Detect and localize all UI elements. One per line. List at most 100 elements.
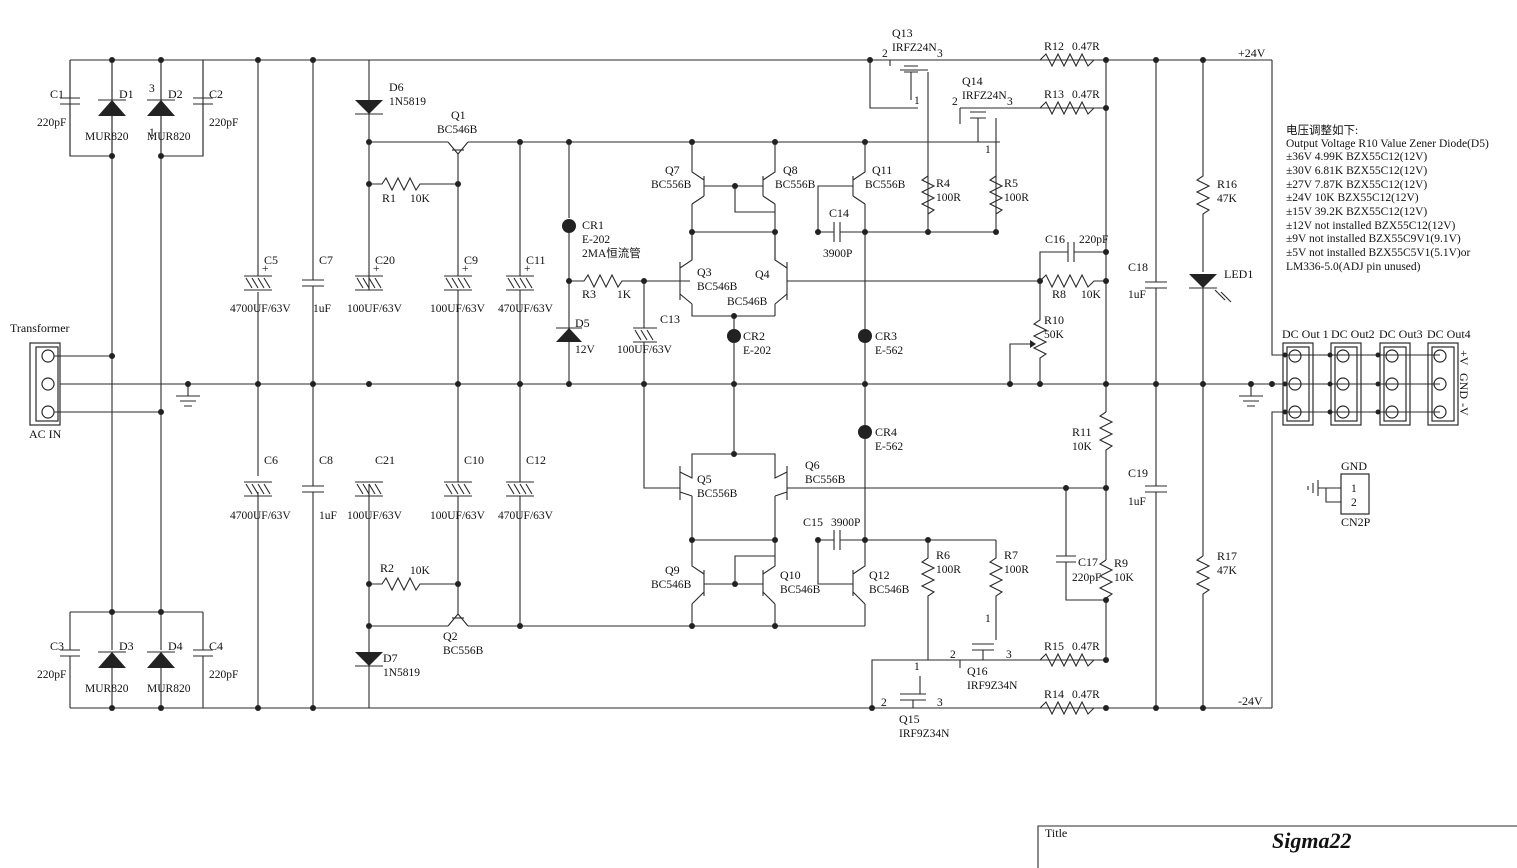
- q9-ref: Q9: [665, 563, 680, 577]
- dc-out-2-label: DC Out2: [1331, 327, 1375, 341]
- notes-row-3: ±27V 7.87K BZX55C12(12V): [1286, 179, 1427, 191]
- r8-ref: R8: [1052, 287, 1066, 301]
- c6-value: 4700UF/63V: [230, 510, 291, 522]
- q14-pin3: 3: [1007, 96, 1013, 108]
- c14-value: 3900P: [823, 248, 852, 260]
- q11-value: BC556B: [865, 179, 906, 191]
- c1-value: 220pF: [37, 117, 66, 129]
- c12-value: 470UF/63V: [498, 510, 554, 522]
- r7-ref: R7: [1004, 548, 1018, 562]
- positive-pass-stage: Q13 IRFZ24N 2 3 1 Q14 IRFZ24N 2 3 1 R4 1…: [867, 26, 1266, 412]
- q14-pin2: 2: [952, 96, 958, 108]
- notes-columns: Output Voltage R10 Value Zener Diode(D5): [1286, 138, 1489, 150]
- c3-ref: C3: [50, 639, 64, 653]
- c13-value: 100UF/63V: [617, 344, 673, 356]
- title-block-name: Sigma22: [1272, 828, 1351, 853]
- r17-ref: R17: [1217, 549, 1237, 563]
- notes-row-4: ±24V 10K BZX55C12(12V): [1286, 192, 1419, 204]
- r14-ref: R14: [1044, 687, 1064, 701]
- d2-pin1: 1: [149, 127, 155, 139]
- negative-error-amplifier: CR4 E-562 Q5 BC556B Q6 BC556B Q9 BC546B …: [643, 381, 1106, 629]
- r4-ref: R4: [936, 176, 950, 190]
- q13-pin3: 3: [937, 48, 943, 60]
- q14-pin1: 1: [985, 144, 991, 156]
- q8-ref: Q8: [783, 163, 798, 177]
- r11-ref: R11: [1072, 425, 1092, 439]
- d5-ref: D5: [575, 316, 590, 330]
- d2-ref: D2: [168, 87, 183, 101]
- notes-row-9: LM336-5.0(ADJ pin unused): [1286, 261, 1421, 273]
- d6-ref: D6: [389, 80, 404, 94]
- svg-text:+: +: [462, 263, 469, 275]
- r5-value: 100R: [1004, 192, 1029, 204]
- q12-value: BC546B: [869, 584, 910, 596]
- r10-value: 50K: [1044, 329, 1065, 341]
- ground-symbol-right: [1239, 381, 1263, 407]
- svg-text:+: +: [524, 263, 531, 275]
- c7-ref: C7: [319, 253, 333, 267]
- q6-value: BC556B: [805, 474, 846, 486]
- r8-value: 10K: [1081, 289, 1102, 301]
- d1-value: MUR820: [85, 131, 129, 143]
- c4-ref: C4: [209, 639, 223, 653]
- cr3-ref: CR3: [875, 329, 897, 343]
- cr4-value: E-562: [875, 441, 903, 453]
- d2-value: MUR820: [147, 131, 191, 143]
- r9-ref: R9: [1114, 556, 1128, 570]
- pre-regulator: D6 1N5819 Q1 BC546B R1 10K D7 1N5819 Q2 …: [355, 60, 1000, 708]
- c14-ref: C14: [829, 206, 849, 220]
- c5-ref: C5: [264, 253, 278, 267]
- r2-value: 10K: [410, 565, 431, 577]
- q15-ref: Q15: [899, 712, 920, 726]
- q15-pin1: 1: [914, 661, 920, 673]
- filter-capacitors: + + + + C5 4700UF/63V C6 4700UF/63V C7 1…: [230, 57, 554, 711]
- c4-value: 220pF: [209, 669, 238, 681]
- q9-value: BC546B: [651, 579, 692, 591]
- c19-ref: C19: [1128, 466, 1148, 480]
- transformer-connector: Transformer AC IN: [10, 321, 161, 441]
- q16-pin2: 2: [950, 649, 956, 661]
- r17-value: 47K: [1217, 565, 1238, 577]
- title-block-label: Title: [1045, 826, 1067, 840]
- c20-value: 100UF/63V: [347, 303, 403, 315]
- q11-ref: Q11: [872, 163, 892, 177]
- c7-value: 1uF: [313, 303, 331, 315]
- r3-ref: R3: [582, 287, 596, 301]
- r1-value: 10K: [410, 193, 431, 205]
- r15-ref: R15: [1044, 639, 1064, 653]
- r6-value: 100R: [936, 564, 961, 576]
- c6-ref: C6: [264, 453, 278, 467]
- dc-out-pin-minus-v: -V: [1457, 403, 1471, 416]
- c13-ref: C13: [660, 312, 680, 326]
- notes-heading: 电压调整如下:: [1286, 123, 1358, 137]
- q8-value: BC556B: [775, 179, 816, 191]
- cr1-note: 2MA恒流管: [582, 246, 641, 260]
- cn2p-pin1: 1: [1351, 483, 1357, 495]
- cn2p-connector: GND 1 2 CN2P: [1307, 459, 1371, 529]
- c9-value: 100UF/63V: [430, 303, 486, 315]
- d5-value: 12V: [575, 344, 596, 356]
- notes-row-5: ±15V 39.2K BZX55C12(12V): [1286, 206, 1427, 218]
- ground-symbol-left: [176, 381, 200, 407]
- d4-ref: D4: [168, 639, 183, 653]
- q3-ref: Q3: [697, 265, 712, 279]
- c16-value: 220pF: [1079, 234, 1108, 246]
- c15-value: 3900P: [831, 517, 860, 529]
- negative-pass-stage: R6 100R R7 100R 1 2 3 Q16 IRF9Z34N 1 2 3…: [869, 540, 1263, 740]
- r4-value: 100R: [936, 192, 961, 204]
- svg-text:+: +: [373, 263, 380, 275]
- d3-ref: D3: [119, 639, 134, 653]
- voltage-adjustment-notes: 电压调整如下: Output Voltage R10 Value Zener D…: [1286, 123, 1489, 273]
- c18-ref: C18: [1128, 260, 1148, 274]
- c19-value: 1uF: [1128, 496, 1146, 508]
- q14-ref: Q14: [962, 74, 983, 88]
- cn2p-pin2: 2: [1351, 497, 1357, 509]
- q15-pin2: 2: [881, 697, 887, 709]
- c3-value: 220pF: [37, 669, 66, 681]
- q4-ref: Q4: [755, 267, 770, 281]
- q1-ref: Q1: [451, 108, 466, 122]
- cr1-value: E-202: [582, 234, 610, 246]
- c8-ref: C8: [319, 453, 333, 467]
- c11-ref: C11: [526, 253, 546, 267]
- voltage-reference: CR1 E-202 2MA恒流管 R3 1K D5 12V C13 100UF/…: [556, 139, 690, 387]
